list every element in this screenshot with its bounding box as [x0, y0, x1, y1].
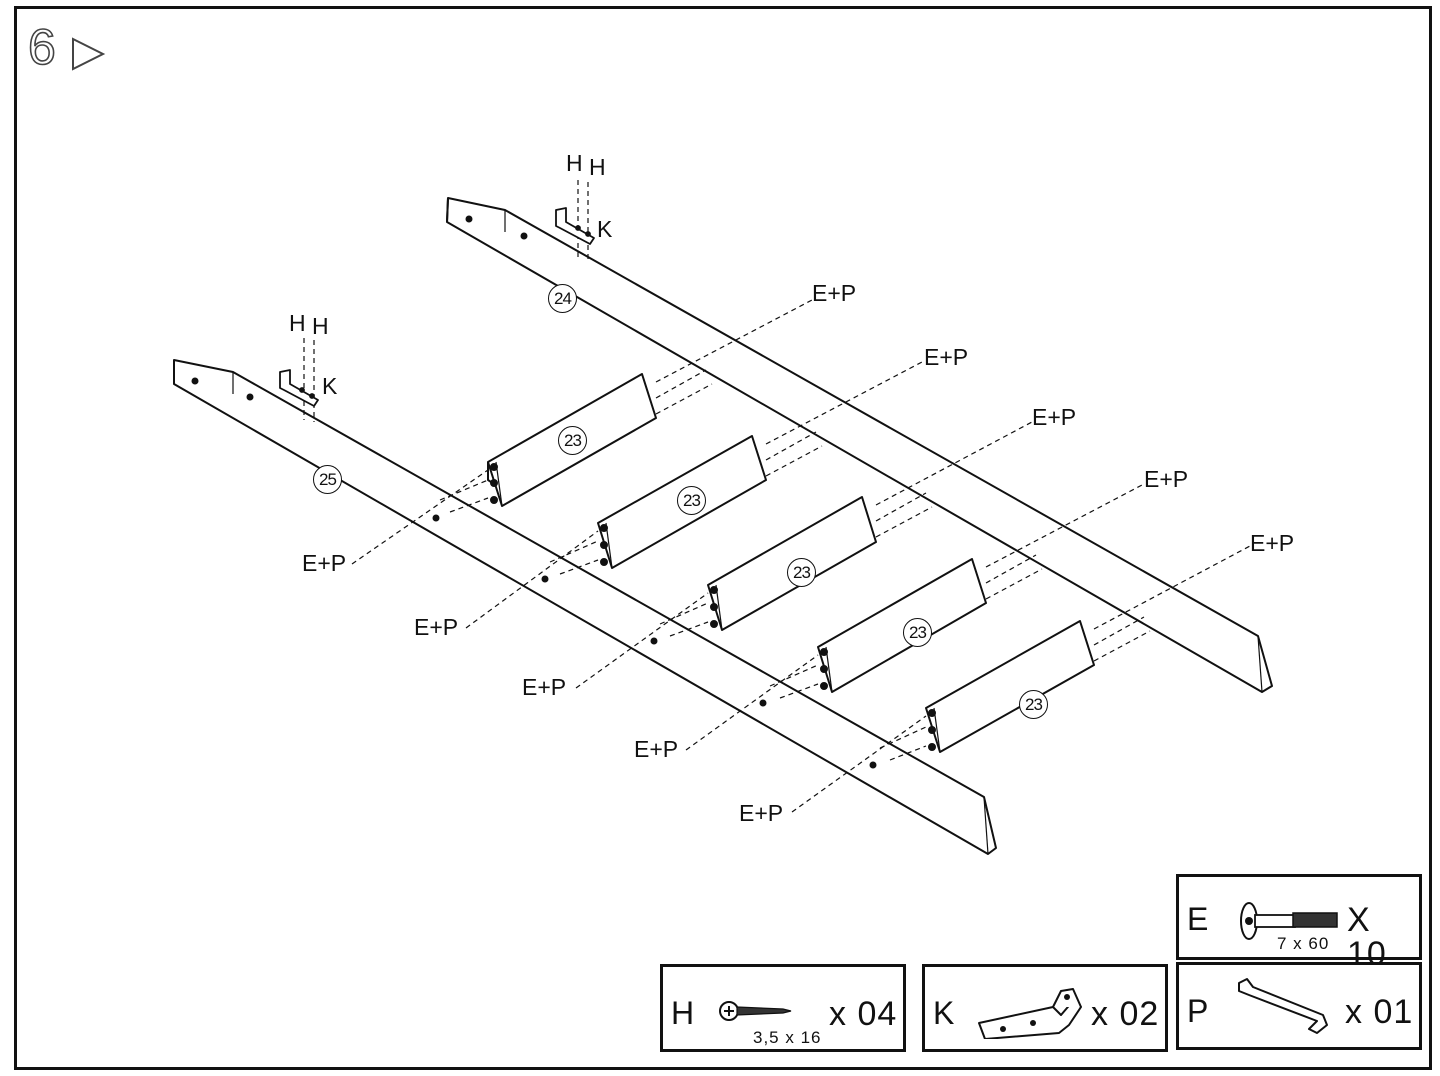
hardware-qty: X 10	[1347, 901, 1387, 973]
part-number-25: 25	[313, 465, 342, 494]
label-ep: E+P	[812, 280, 857, 306]
hardware-box-h: H 3,5 x 16 x 04	[660, 964, 906, 1052]
label-h: H	[289, 310, 306, 336]
step-number: 6	[27, 19, 56, 75]
rail-25	[173, 359, 997, 855]
hardware-box-p: P x 01	[1176, 962, 1422, 1050]
hardware-qty: x 01	[1345, 993, 1414, 1031]
part-number-23-slat-3: 23	[787, 558, 816, 587]
hardware-letter: K	[933, 995, 955, 1031]
bracket-icon	[978, 988, 1082, 1039]
part-number-23-slat-2: 23	[677, 486, 706, 515]
label-k: K	[597, 216, 613, 242]
page-frame	[14, 6, 1432, 1070]
part-number-23-slat-1: 23	[558, 426, 587, 455]
slat-5	[925, 620, 1095, 753]
rail-24	[446, 197, 1273, 693]
part-number-23-slat-5: 23	[1019, 690, 1048, 719]
label-ep: E+P	[302, 550, 347, 576]
label-h: H	[312, 313, 329, 339]
hardware-box-k: K x 02	[922, 964, 1168, 1052]
bracket-k-front	[279, 369, 319, 407]
label-h: H	[566, 150, 583, 176]
slat-4	[817, 558, 987, 693]
hardware-size: 3,5 x 16	[753, 1028, 822, 1047]
label-ep: E+P	[1250, 530, 1295, 556]
wood-screw-icon	[719, 1001, 792, 1021]
label-ep: E+P	[1144, 466, 1189, 492]
hardware-letter: P	[1187, 993, 1209, 1029]
step-arrow-icon	[72, 37, 106, 71]
bolt-icon	[1240, 902, 1338, 940]
hardware-letter: E	[1187, 901, 1209, 937]
hardware-qty: x 02	[1091, 995, 1160, 1033]
label-ep: E+P	[522, 674, 567, 700]
part-number-23-slat-4: 23	[903, 618, 932, 647]
label-ep: E+P	[414, 614, 459, 640]
label-h: H	[589, 154, 606, 180]
label-ep: E+P	[924, 344, 969, 370]
hardware-size: 7 x 60	[1277, 934, 1330, 953]
part-number-24: 24	[548, 284, 577, 313]
hardware-letter: H	[671, 995, 695, 1031]
hardware-box-e: E 7 x 60 X 10	[1176, 874, 1422, 971]
label-ep: E+P	[739, 800, 784, 826]
allen-key-icon	[1238, 978, 1328, 1034]
hardware-qty: x 04	[829, 995, 898, 1033]
bracket-k-back	[555, 207, 595, 245]
label-ep: E+P	[634, 736, 679, 762]
label-ep: E+P	[1032, 404, 1077, 430]
label-k: K	[322, 373, 338, 399]
